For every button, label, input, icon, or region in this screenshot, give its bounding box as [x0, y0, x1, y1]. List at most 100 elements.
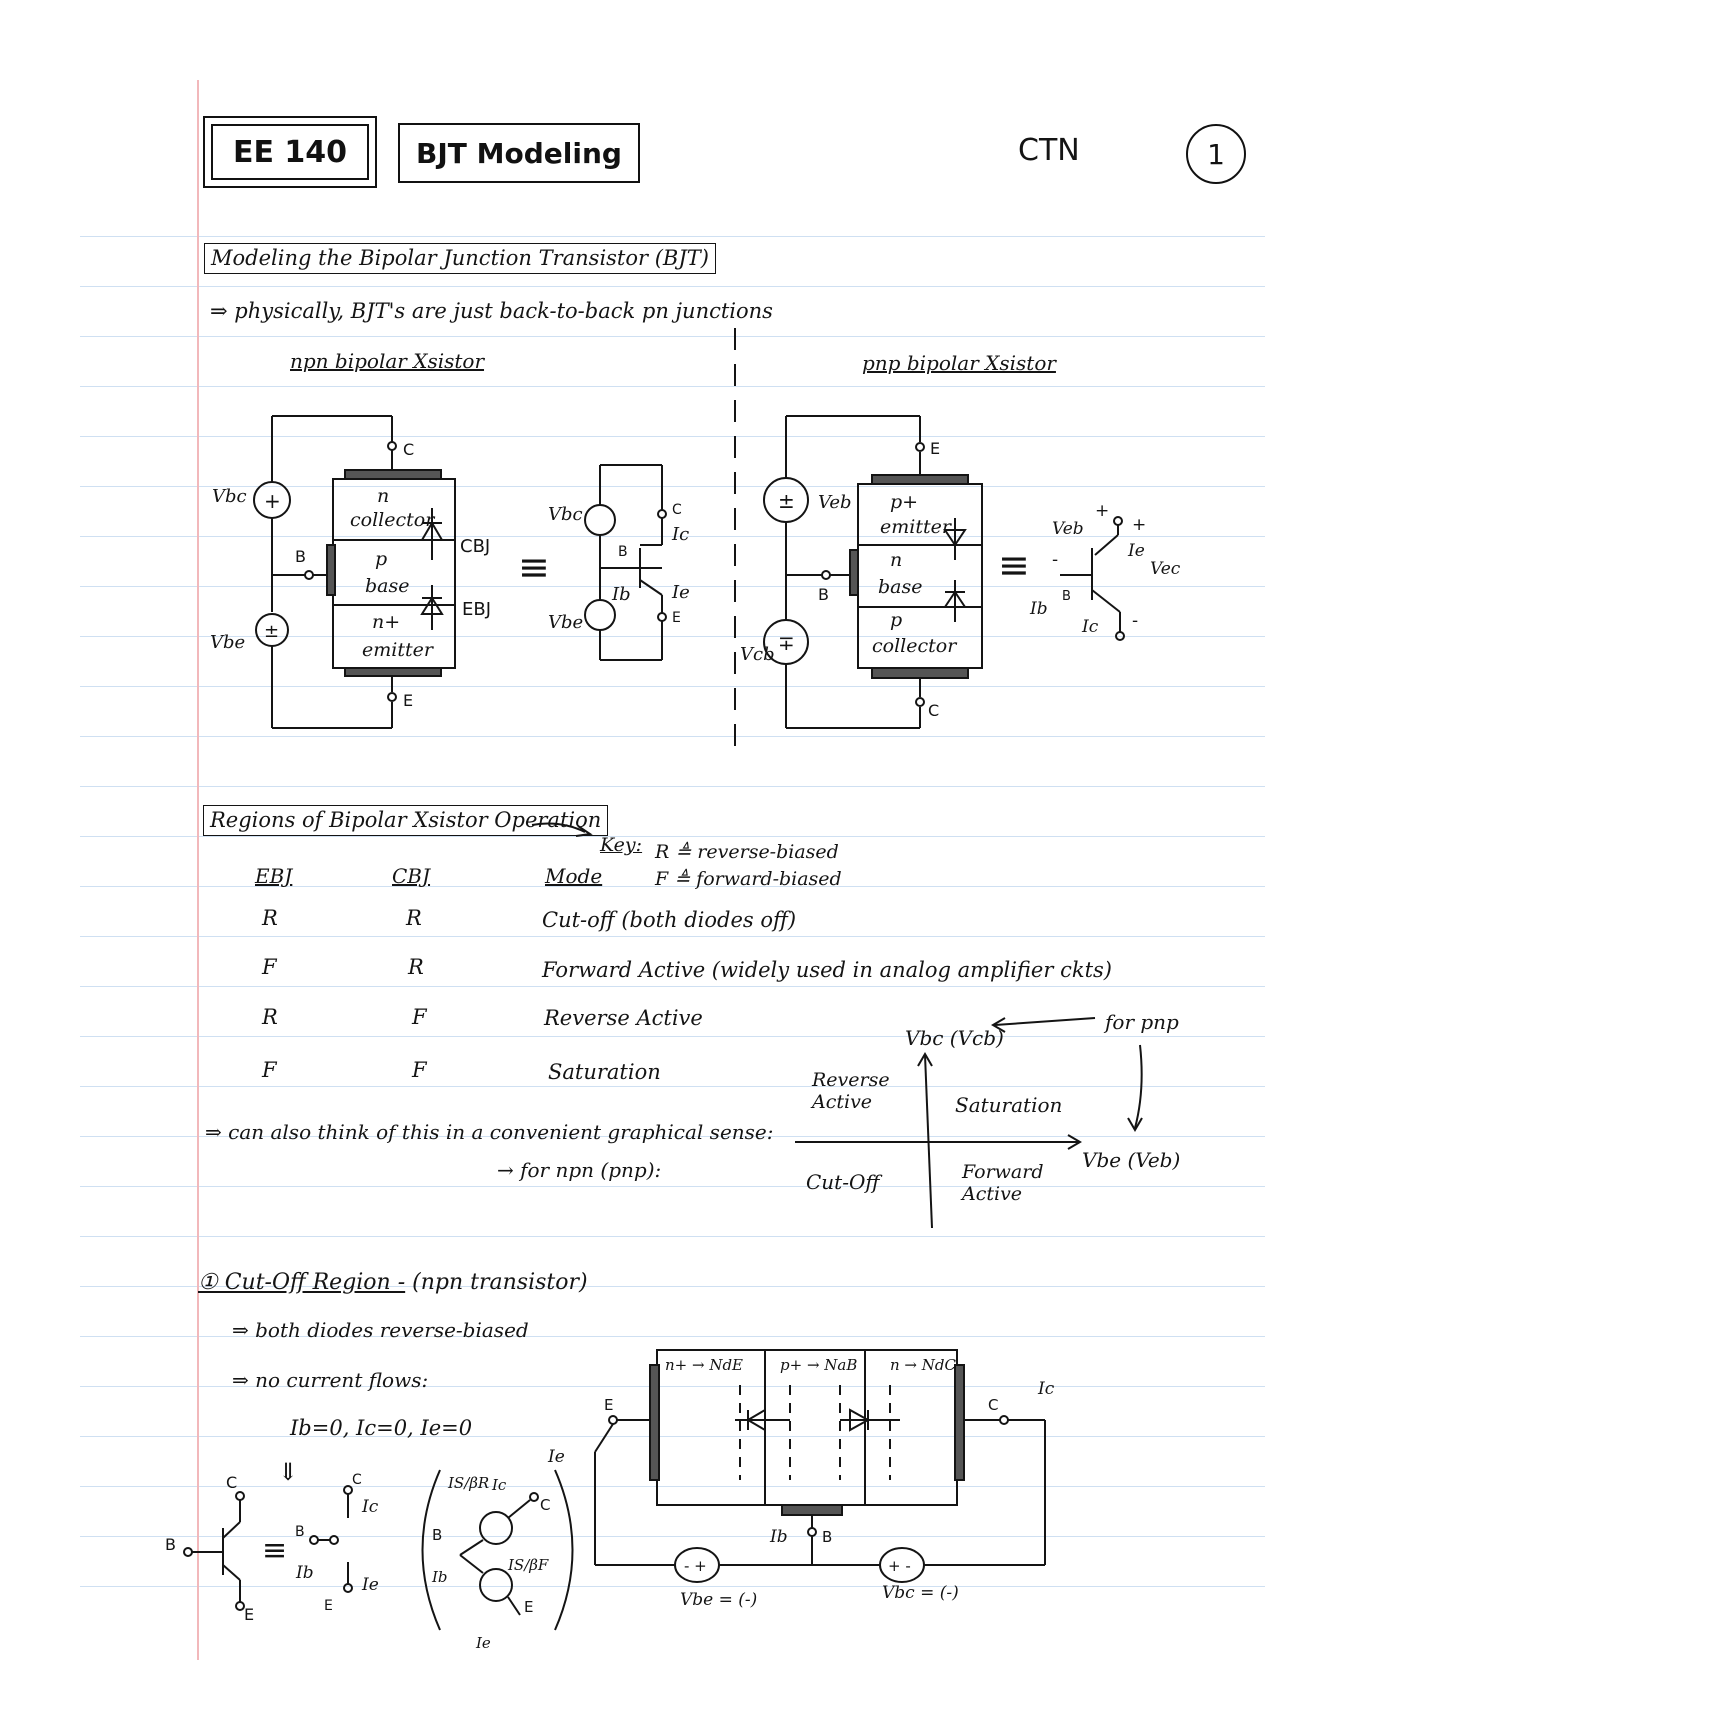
ruled-line [80, 1336, 1265, 1337]
table-cell: R [262, 906, 278, 930]
implies-arrow: ⇓ [278, 1458, 299, 1486]
pnp-sch-ic: Ic [1081, 617, 1099, 637]
cutoff-cross-section [594, 1349, 1046, 1583]
col-cbj: CBJ [392, 864, 431, 888]
cutoff-src-ie: Ie [475, 1634, 491, 1652]
pnp-sch-plus1: + [1095, 501, 1109, 521]
ruled-line [80, 1436, 1265, 1437]
section1-note: ⇒ physically, BJT's are just back-to-bac… [210, 299, 773, 323]
npn-layer-base: base [365, 575, 410, 597]
npn-layer-emitter: emitter [362, 639, 435, 661]
cutoff-cs-b: B [822, 1528, 832, 1546]
graph-sub: → for npn (pnp): [497, 1158, 662, 1182]
pnp-equiv: ≡ [998, 543, 1030, 587]
npn-ebj: EBJ [462, 599, 491, 620]
region-label: p+ → NaB [780, 1356, 858, 1374]
region-label: n+ → NdE [665, 1356, 744, 1374]
cutoff-src-c: C [540, 1496, 550, 1514]
topic-box: BJT Modeling [398, 123, 640, 183]
section1-title: Modeling the Bipolar Junction Transistor… [204, 243, 716, 274]
y-axis-label: Vbc (Vcb) [905, 1026, 1004, 1050]
cutoff-bullet-2: ⇒ no current flows: [232, 1368, 429, 1392]
pnp-sch-b: B [1062, 589, 1071, 604]
quadrant-cut-off: Cut-Off [806, 1170, 880, 1194]
cutoff-src-e: E [524, 1598, 533, 1616]
key-forward: F ≜ forward-biased [655, 868, 842, 890]
table-cell: Saturation [548, 1060, 661, 1084]
cutoff-open-c: C [352, 1472, 362, 1488]
cutoff-currents: Ib=0, Ic=0, Ie=0 [290, 1416, 473, 1440]
ruled-line [80, 1236, 1265, 1237]
table-cell: F [262, 955, 277, 979]
table-cell: R [262, 1005, 278, 1029]
pnp-sch-minus2: - [1132, 611, 1138, 631]
ruled-line [80, 1186, 1265, 1187]
for-pnp-label: for pnp [1105, 1010, 1179, 1034]
cutoff-open-e: E [324, 1598, 333, 1614]
npn-sch-ie: Ie [671, 582, 690, 603]
page-number: 1 [1186, 124, 1246, 184]
y-axis [924, 1054, 933, 1229]
pnp-sch-ib: Ib [1029, 599, 1048, 619]
pnp-sch-minus1: - [1052, 550, 1058, 570]
pnp-node-c: C [928, 701, 939, 720]
ruled-line [80, 986, 1265, 987]
course-box: EE 140 [203, 116, 377, 188]
npn-vbe: Vbe [210, 632, 245, 653]
table-cell: Reverse Active [544, 1006, 703, 1030]
cutoff-sym-c: C [226, 1473, 237, 1492]
ruled-line [80, 236, 1265, 237]
cutoff-cs-vbe: Vbe = (-) [680, 1590, 757, 1610]
ruled-line [80, 286, 1265, 287]
pnp-arrow-left [994, 1017, 1096, 1026]
ruled-line [80, 1386, 1265, 1387]
ruled-line [80, 336, 1265, 337]
ruled-line [80, 736, 1265, 737]
npn-source-bottom: ± [264, 621, 279, 642]
pnp-layer-pplus: p+ [890, 491, 918, 513]
pnp-layer-base: base [878, 576, 923, 598]
cutoff-src-signs-2: + - [888, 1557, 911, 1575]
region-label: n → NdC [890, 1356, 956, 1374]
pnp-label: pnp bipolar Xsistor [862, 351, 1056, 375]
npn-sch-c: C [672, 502, 682, 518]
table-cell: F [412, 1058, 427, 1082]
table-cell: R [408, 955, 424, 979]
ruled-line [80, 686, 1265, 687]
cutoff-src-b: B [432, 1526, 442, 1544]
npn-source-top: + [264, 489, 281, 513]
cutoff-src-is: IS/βF [507, 1556, 549, 1574]
ruled-line [80, 436, 1265, 437]
ruled-line [80, 1486, 1265, 1487]
cutoff-sym-e: E [244, 1605, 254, 1624]
cutoff-cs-ie: Ie [547, 1447, 565, 1467]
npn-layer-n: n [377, 485, 389, 507]
ruled-line [80, 936, 1265, 937]
cutoff-open-b: B [295, 1524, 305, 1540]
col-ebj: EBJ [255, 864, 293, 888]
pnp-sch-ie: Ie [1127, 541, 1145, 561]
ruled-line [80, 586, 1265, 587]
ruled-line [80, 1586, 1265, 1587]
pnp-node-e: E [930, 439, 940, 458]
npn-label: npn bipolar Xsistor [290, 349, 485, 373]
quadrant-forward-active: Forward Active [962, 1161, 1044, 1205]
cutoff-open-model [309, 1485, 353, 1593]
ruled-line [80, 1286, 1265, 1287]
pnp-layer-collector: collector [872, 635, 958, 657]
npn-sch-vbc: Vbc [548, 504, 583, 525]
pnp-sch-veb: Veb [1052, 519, 1084, 539]
cutoff-src-signs-1: - + [684, 1557, 707, 1575]
npn-cross-section [253, 415, 456, 729]
cutoff-equiv: ≡ [262, 1533, 287, 1568]
cutoff-cs-ic: Ic [1037, 1379, 1055, 1399]
author-initials: CTN [1018, 133, 1080, 168]
cutoff-bullet-1: ⇒ both diodes reverse-biased [232, 1318, 529, 1342]
cutoff-sym-b: B [165, 1535, 176, 1554]
section2-title: Regions of Bipolar Xsistor Operation [203, 805, 609, 836]
npn-equiv: ≡ [518, 545, 550, 589]
course-label: EE 140 [232, 134, 348, 170]
pnp-layer-p: p [890, 609, 902, 631]
